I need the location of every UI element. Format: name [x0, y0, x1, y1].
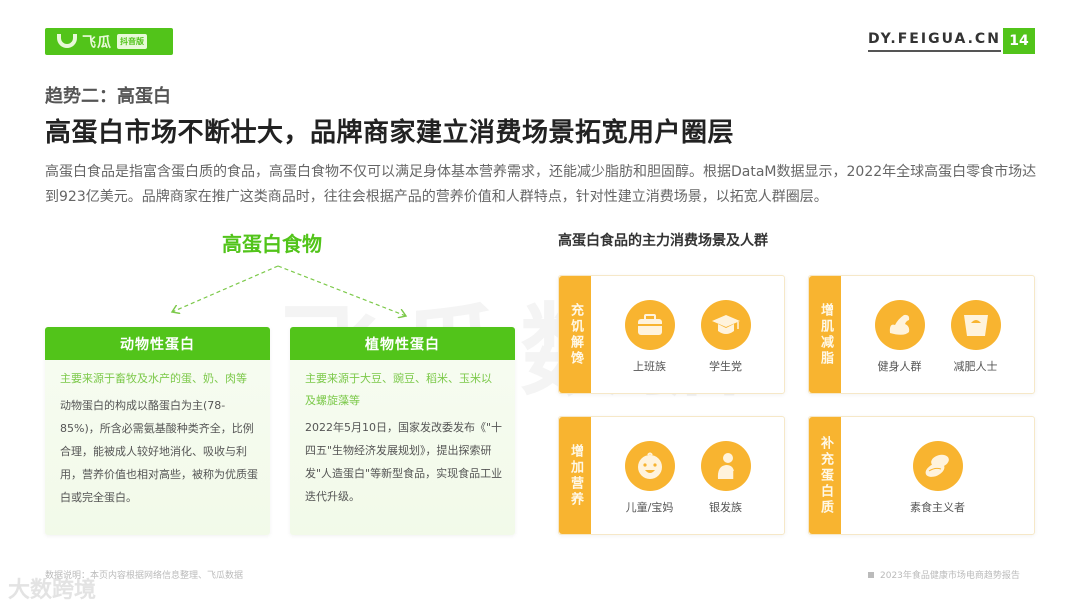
protein-card-title: 动物性蛋白 — [45, 327, 270, 360]
person-label: 素食主义者 — [910, 500, 965, 514]
scenes-title: 高蛋白食品的主力消费场景及人群 — [558, 233, 768, 249]
person-dieter: 减肥人士 — [950, 299, 1001, 374]
person-office-worker: 上班族 — [624, 299, 675, 374]
protein-card-title: 植物性蛋白 — [290, 327, 515, 360]
logo-badge: 抖音版 — [117, 34, 147, 49]
footer-source: 数据说明：本页内容根据网络信息整理、飞瓜数据 — [45, 571, 244, 581]
food-title: 高蛋白食物 — [222, 232, 322, 256]
page-number: 14 — [1003, 28, 1035, 54]
site-url[interactable]: DY.FEIGUA.CN — [868, 31, 1001, 52]
logo-mark-icon — [57, 33, 77, 48]
protein-source: 主要来源于畜牧及水产的蛋、奶、肉等 — [60, 372, 247, 385]
footer-brand-watermark: 大数跨境 — [8, 578, 97, 603]
person-label: 学生党 — [709, 359, 742, 373]
person-label: 上班族 — [633, 359, 666, 373]
muscle-arm-icon — [874, 299, 925, 350]
protein-source: 主要来源于大豆、豌豆、稻米、玉米以及螺旋藻等 — [305, 372, 492, 407]
person-elderly: 银发族 — [700, 440, 751, 515]
split-arrows-icon — [140, 265, 420, 320]
person-fitness: 健身人群 — [874, 299, 925, 374]
feigua-logo: 飞瓜 抖音版 — [45, 28, 173, 55]
report-title: 2023年食品健康市场电商趋势报告 — [880, 571, 1020, 581]
briefcase-icon — [624, 299, 675, 350]
protein-description: 2022年5月10日，国家发改委发布《"十四五"生物经济发展规划》，提出探索研发… — [305, 421, 503, 503]
peanut-icon — [912, 440, 963, 491]
scene-tag: 增肌减脂 — [809, 276, 841, 393]
person-student: 学生党 — [700, 299, 751, 374]
animal-protein-card: 动物性蛋白 主要来源于畜牧及水产的蛋、奶、肉等 动物蛋白的构成以酪蛋白为主(78… — [45, 327, 270, 535]
person-label: 健身人群 — [877, 359, 922, 373]
scene-card-fitness: 增肌减脂 健身人群 减肥人士 — [808, 275, 1035, 394]
person-child-mom: 儿童/宝妈 — [624, 440, 675, 515]
scene-card-protein: 补充蛋白质 素食主义者 — [808, 416, 1035, 535]
person-label: 儿童/宝妈 — [625, 500, 674, 514]
scene-tag: 充饥解馋 — [559, 276, 591, 393]
scene-tag: 补充蛋白质 — [809, 417, 841, 534]
logo-text: 飞瓜 — [82, 34, 112, 51]
scene-card-nutrition: 增加营养 儿童/宝妈 银发族 — [558, 416, 785, 535]
plant-protein-card: 植物性蛋白 主要来源于大豆、豌豆、稻米、玉米以及螺旋藻等 2022年5月10日，… — [290, 327, 515, 535]
square-bullet-icon — [868, 571, 874, 578]
person-label: 减肥人士 — [953, 359, 998, 373]
weight-scale-icon — [950, 299, 1001, 350]
baby-face-icon — [624, 440, 675, 491]
scene-card-hunger: 充饥解馋 上班族 学生党 — [558, 275, 785, 394]
scene-tag: 增加营养 — [559, 417, 591, 534]
intro-paragraph: 高蛋白食品是指富含蛋白质的食品，高蛋白食物不仅可以满足身体基本营养需求，还能减少… — [45, 164, 1037, 205]
footer-report: 2023年食品健康市场电商趋势报告 — [868, 568, 1020, 581]
graduation-cap-icon — [700, 299, 751, 350]
person-label: 银发族 — [709, 500, 742, 514]
person-vegetarian: 素食主义者 — [910, 440, 965, 515]
elderly-person-icon — [700, 440, 751, 491]
trend-label: 趋势二：高蛋白 — [45, 86, 171, 107]
protein-description: 动物蛋白的构成以酪蛋白为主(78-85%)，所含必需氨基酸种类齐全，比例合理，能… — [60, 399, 258, 504]
page-title: 高蛋白市场不断壮大，品牌商家建立消费场景拓宽用户圈层 — [45, 118, 735, 148]
